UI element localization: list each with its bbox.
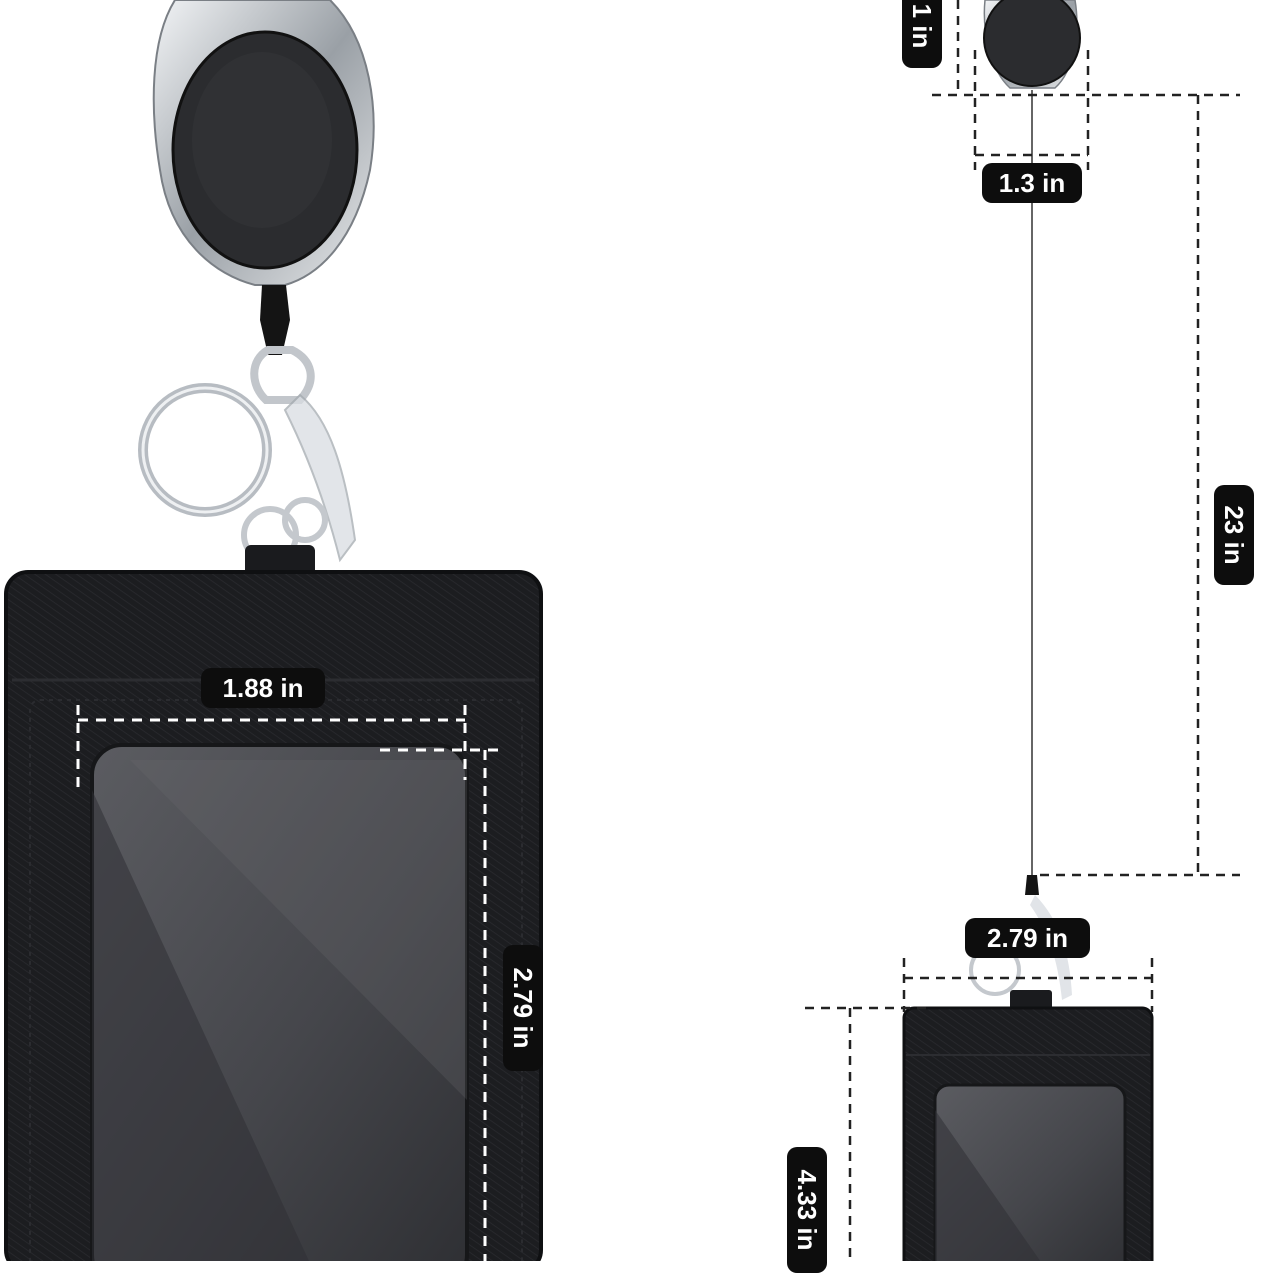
cord-length-guide	[1040, 95, 1240, 877]
large-badge-reel	[152, 0, 375, 355]
reel-width-guide	[973, 50, 1090, 170]
window-height-guide	[380, 748, 500, 1261]
holder-height-guide	[805, 1006, 930, 1261]
cord-length-label: 23 in	[1214, 485, 1254, 585]
reel-width-label: 1.3 in	[982, 163, 1082, 203]
small-badge-reel	[983, 0, 1081, 89]
window-width-guide	[76, 705, 467, 790]
reel-height-guide	[932, 0, 1240, 97]
holder-height-label: 4.33 in	[787, 1147, 827, 1273]
holder-width-top-label: 2.79 in	[965, 918, 1090, 958]
holder-width-guide	[902, 958, 1154, 1012]
large-badge-holder	[4, 545, 543, 1261]
large-clip-and-ring	[138, 346, 357, 564]
reel-height-label: 1 in	[902, 0, 942, 68]
window-height-label: 2.79 in	[503, 945, 543, 1071]
small-clip-and-holder	[902, 875, 1154, 1261]
window-width-label: 1.88 in	[201, 668, 325, 708]
